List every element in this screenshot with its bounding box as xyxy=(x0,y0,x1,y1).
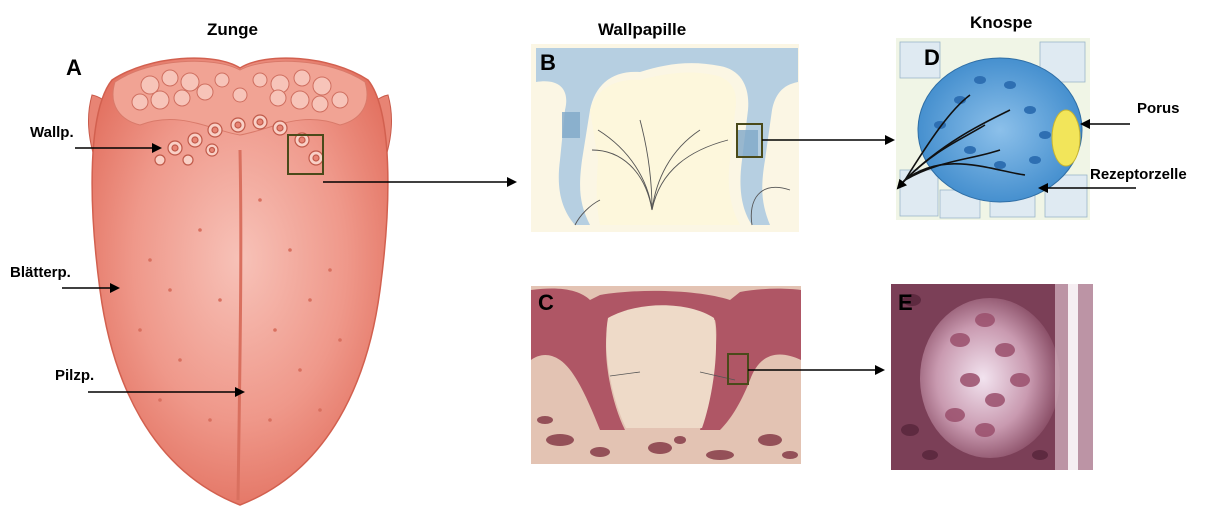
wallpapille-drawing xyxy=(531,44,799,232)
panel-label-e: E xyxy=(898,290,913,316)
wallpapille-histology xyxy=(531,286,801,464)
label-pilzp: Pilzp. xyxy=(55,367,94,384)
title-wallpapille: Wallpapille xyxy=(598,20,686,40)
label-rezeptorzelle: Rezeptorzelle xyxy=(1090,166,1187,183)
panel-label-d: D xyxy=(924,45,940,71)
title-knospe: Knospe xyxy=(970,13,1032,33)
panel-label-c: C xyxy=(538,290,554,316)
label-porus: Porus xyxy=(1137,100,1180,117)
panel-label-a: A xyxy=(66,55,82,81)
knospe-histology xyxy=(891,284,1093,470)
label-wallp: Wallp. xyxy=(30,124,74,141)
tongue-illustration xyxy=(89,58,392,505)
panel-label-b: B xyxy=(540,50,556,76)
title-zunge: Zunge xyxy=(207,20,258,40)
label-blaetterp: Blätterp. xyxy=(10,264,71,281)
